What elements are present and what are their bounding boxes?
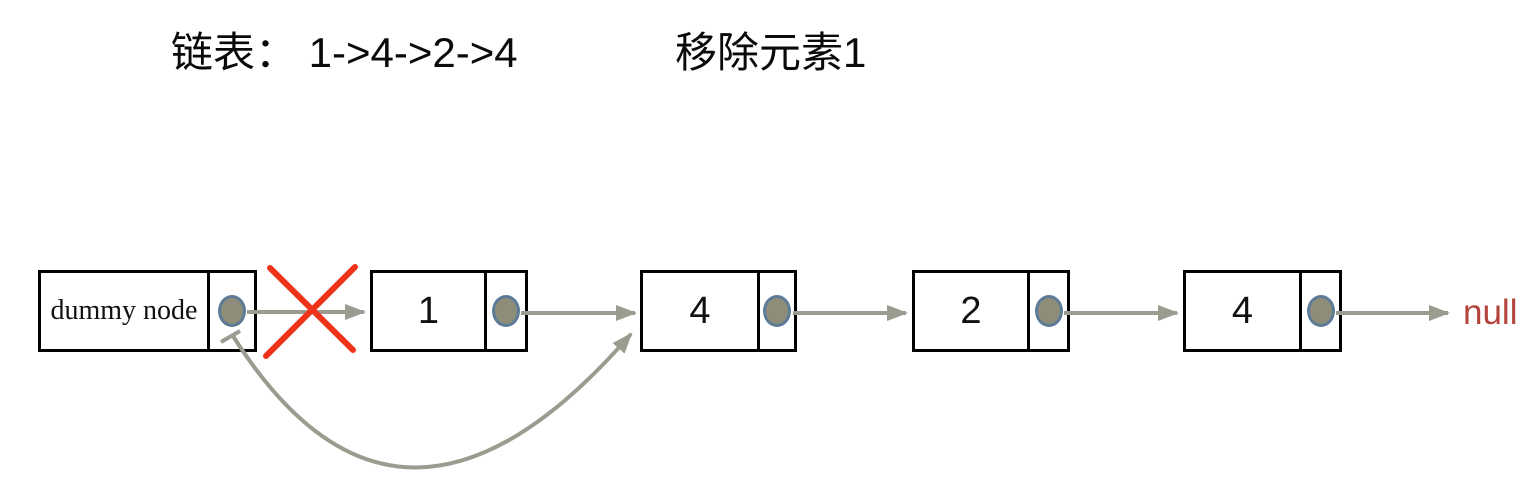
pointer-dot-icon bbox=[1306, 295, 1335, 327]
node-pointer-cell bbox=[757, 273, 794, 349]
delete-cross-icon bbox=[263, 264, 358, 359]
node-pointer-cell bbox=[207, 273, 254, 349]
pointer-dot-icon bbox=[492, 295, 520, 327]
node-dummy: dummy node bbox=[38, 270, 257, 352]
node-value: dummy node bbox=[50, 295, 198, 326]
node-value: 4 bbox=[1231, 289, 1254, 332]
node-1: 1 bbox=[370, 270, 528, 352]
node-4-first: 4 bbox=[640, 270, 797, 352]
node-2: 2 bbox=[912, 270, 1070, 352]
node-pointer-cell bbox=[484, 273, 525, 349]
node-value: 1 bbox=[417, 289, 440, 332]
bypass-curve-arrow bbox=[231, 332, 633, 470]
pointer-dot-icon bbox=[763, 295, 791, 327]
node-pointer-cell bbox=[1299, 273, 1339, 349]
null-terminator-label: null bbox=[1463, 293, 1518, 332]
diagram-title-action: 移除元素1 bbox=[675, 29, 867, 76]
node-value: 4 bbox=[689, 289, 711, 332]
node-value: 2 bbox=[960, 289, 982, 332]
node-pointer-cell bbox=[1027, 273, 1067, 349]
pointer-dot-icon bbox=[1034, 295, 1063, 327]
pointer-dot-icon bbox=[218, 295, 246, 327]
diagram-title-list: 链表： 1->4->2->4 bbox=[171, 29, 518, 76]
node-4-second: 4 bbox=[1183, 270, 1342, 352]
